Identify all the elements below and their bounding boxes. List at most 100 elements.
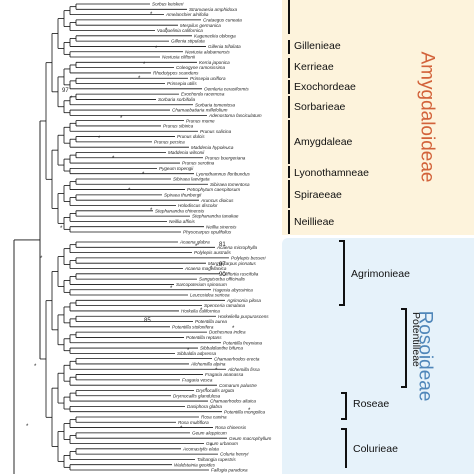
- tribe-bar-colurieae: [345, 428, 347, 468]
- support-star: *: [205, 388, 208, 394]
- taxon-label: Agrimonia pilosa: [226, 298, 261, 303]
- subfamily-rosoideae: Rosoideae: [414, 310, 436, 402]
- support-star: *: [165, 28, 168, 34]
- tribe-tick-colurieae-top: [341, 428, 345, 430]
- taxon-label: Prunus serotina: [182, 161, 215, 166]
- tribe-bar-top: [288, 0, 290, 34]
- taxon-label: Prunus persica: [154, 139, 185, 144]
- taxon-label: Prunus buergeriana: [205, 155, 246, 160]
- tribe-bar-lyonothamneae: [288, 166, 290, 178]
- taxon-label: Prinsepia uniflora: [190, 76, 226, 81]
- taxon-label: Alchemilla fissa: [227, 367, 260, 372]
- taxon-label: Mespilus germanica: [180, 23, 221, 28]
- taxon-label: Potentilla stolonifera: [172, 324, 214, 329]
- taxon-label: Potentilla reptans: [186, 335, 222, 340]
- tribe-exochordeae: Exochordeae: [294, 81, 356, 93]
- taxon-label: Drymocallis glandulosa: [173, 393, 221, 398]
- taxon-label: Waldsteinia geoides: [174, 462, 216, 467]
- tribe-kerrieae: Kerrieae: [294, 61, 334, 73]
- taxon-label: Prunus mume: [186, 118, 215, 123]
- taxon-label: Stephanandra chinensis: [155, 208, 205, 213]
- taxon-label: Aruncus dioicus: [200, 198, 234, 203]
- support-star: *: [210, 444, 213, 450]
- support-stars: ***************************: [26, 12, 251, 450]
- support-value-81: 81: [219, 242, 226, 248]
- taxon-label: Geum macrophyllum: [229, 436, 272, 441]
- support-star: *: [138, 76, 141, 82]
- taxon-label: Physocarpus opulifolius: [183, 230, 232, 235]
- support-star: *: [70, 96, 73, 102]
- support-star: *: [232, 326, 235, 332]
- tribe-sorbarieae: Sorbarieae: [294, 101, 346, 113]
- taxon-label: Dasiphora glabra: [187, 404, 222, 409]
- taxon-label: Maddenia hypoleuca: [191, 145, 234, 150]
- taxon-label: Cliffortia ruscifolia: [222, 271, 259, 276]
- taxon-label: Taihangia rupestris: [197, 457, 236, 462]
- taxon-label: Spenceria ramalana: [204, 303, 246, 308]
- taxon-label: Gillenia trifoliata: [208, 44, 241, 49]
- taxon-label: Oemleria cerasiformis: [204, 86, 249, 91]
- taxon-label: Rosa multiflora: [178, 420, 209, 425]
- taxon-label: Fallugia paradoxa: [211, 468, 248, 473]
- tribe-bar-spiraeeae: [288, 180, 290, 208]
- taxon-label: Chamaerhodos altaica: [210, 399, 256, 404]
- taxon-label: Prunus dulcis: [177, 134, 205, 139]
- taxon-label: Coluria henryi: [220, 452, 249, 457]
- support-value-97: 97: [62, 88, 69, 94]
- taxon-label: Horkelia californica: [181, 309, 220, 314]
- taxon-label: Pygeum topengii: [159, 166, 194, 171]
- tribe-bar-neillieae: [288, 210, 290, 234]
- taxon-label: Acaena microphylla: [216, 245, 258, 250]
- taxon-label: Duchesnea indica: [209, 330, 246, 335]
- taxon-label: Kerria japonica: [199, 60, 230, 65]
- support-value-90: 90: [219, 272, 226, 278]
- taxon-label: Rhodotypos scandens: [153, 71, 199, 76]
- support-star: *: [200, 308, 203, 314]
- tribe-gillenieae: Gillenieae: [294, 40, 341, 52]
- tribe-bar-sorbarieae: [288, 96, 290, 118]
- taxon-label: Prinsepia utilis: [167, 81, 197, 86]
- taxon-label: Leucosidea sericea: [190, 293, 230, 298]
- support-star: *: [215, 368, 218, 374]
- taxon-label: Vauquelinia californica: [157, 28, 203, 33]
- taxon-label: Sorbaria tomentosa: [195, 102, 236, 107]
- taxon-label: Neviusia cliftonii: [162, 55, 196, 60]
- support-star: *: [155, 46, 158, 52]
- tribe-tick-potentilleae-top: [401, 308, 405, 310]
- taxon-label: Acaena glabra: [179, 240, 210, 245]
- tribe-neillieae: Neillieae: [294, 216, 335, 228]
- support-star: *: [26, 424, 29, 430]
- taxon-label: Exochorda racemosa: [181, 92, 225, 97]
- support-star: *: [112, 156, 115, 162]
- tribe-lyonothamneae: Lyonothamneae: [294, 167, 369, 179]
- taxon-label: Prunus salicina: [200, 129, 232, 134]
- support-star: *: [210, 266, 213, 272]
- taxon-label: Holodiscus discolor: [178, 203, 218, 208]
- taxon-label: Lyonothamnus floribundus: [196, 171, 251, 176]
- taxon-label: Sorbaria sorbifolia: [158, 97, 195, 102]
- taxon-label: Amelanchier alnifolia: [165, 12, 209, 17]
- taxon-label: Fragaria ananassa: [205, 372, 244, 377]
- support-value-97b: 97: [219, 262, 226, 268]
- taxon-label: Hagenia abyssinica: [213, 287, 253, 292]
- support-star: *: [120, 116, 123, 122]
- support-star: *: [248, 408, 251, 414]
- taxon-label: Sibiraea laevigata: [173, 177, 210, 182]
- taxon-label: Stranvaesia amphidoxa: [189, 7, 237, 12]
- tribe-bar-amygdaleae: [288, 120, 290, 164]
- taxon-label: Rosa chinensis: [215, 425, 247, 430]
- support-star: *: [40, 256, 43, 262]
- support-value-85: 85: [144, 318, 151, 324]
- taxon-label: Sarcopoterium spinosum: [176, 282, 227, 287]
- taxon-label: Comarum palustre: [219, 383, 257, 388]
- taxon-label: Polylepis australis: [194, 250, 231, 255]
- taxon-label: Drymocallis arguta: [196, 388, 234, 393]
- tribe-bar-exochordeae: [288, 80, 290, 94]
- tribe-bar-agrimonieae: [343, 240, 345, 306]
- taxon-label: Coleogyne ramosissima: [176, 65, 225, 70]
- taxon-label: Polylepis besseri: [231, 256, 266, 261]
- taxon-label: Petrophytum caespitosum: [187, 187, 240, 192]
